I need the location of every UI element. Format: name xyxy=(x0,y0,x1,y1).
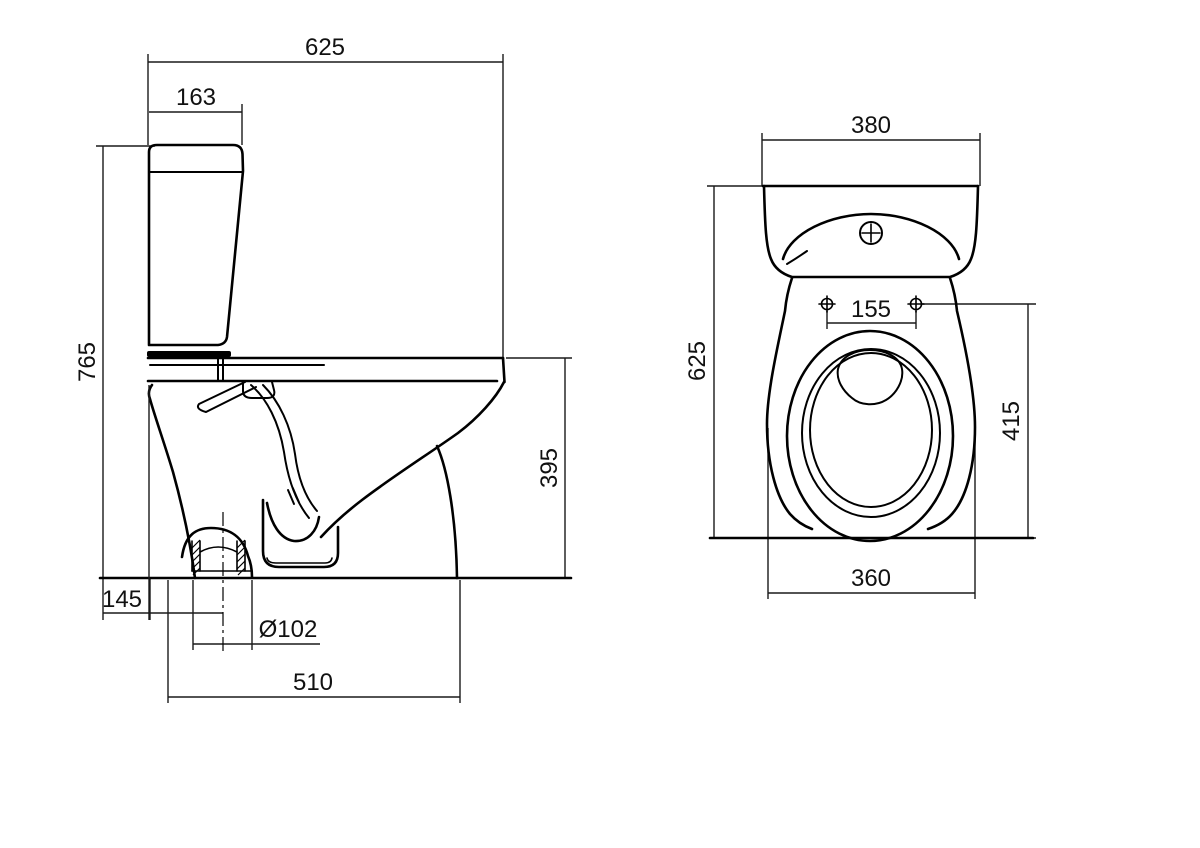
cistern-side xyxy=(147,143,245,357)
side-view: 625 163 765 395 145 Ø102 510 xyxy=(74,34,573,703)
outlet-pipe xyxy=(180,512,254,652)
seat-and-rim-side xyxy=(146,356,506,413)
water-surface xyxy=(836,349,904,406)
cistern-front xyxy=(761,184,980,279)
dim-label-side-outlet-diameter: Ø102 xyxy=(259,616,318,643)
cistern-base-plate xyxy=(147,351,231,357)
dim-label-front-fixing-spacing: 155 xyxy=(851,296,891,323)
front-view: 380 625 155 415 360 xyxy=(684,112,1036,599)
side-view-dimensions xyxy=(96,54,572,703)
fixing-bolt-left xyxy=(818,295,836,313)
dim-label-side-rim-height: 395 xyxy=(536,448,563,488)
front-view-dimensions xyxy=(707,133,1036,599)
bowl-rim-inner xyxy=(809,352,933,508)
bowl-front xyxy=(765,276,977,543)
seat-ring-outer xyxy=(785,329,955,543)
dim-label-front-base-width: 360 xyxy=(851,565,891,592)
dim-label-side-overall-height: 765 xyxy=(74,342,101,382)
dim-label-side-cistern-top: 163 xyxy=(176,84,216,111)
dim-label-front-bowl-length: 415 xyxy=(998,401,1025,441)
dim-label-front-overall-height: 625 xyxy=(684,341,711,381)
dim-label-side-outlet-setout: 145 xyxy=(102,586,142,613)
dim-label-side-overall-depth: 625 xyxy=(305,34,345,61)
seat-ring-inner xyxy=(801,348,941,518)
dim-label-front-cistern-width: 380 xyxy=(851,112,891,139)
dim-label-side-base-depth: 510 xyxy=(293,669,333,696)
fixing-bolt-right xyxy=(907,295,925,313)
flush-button-icon xyxy=(859,221,883,245)
